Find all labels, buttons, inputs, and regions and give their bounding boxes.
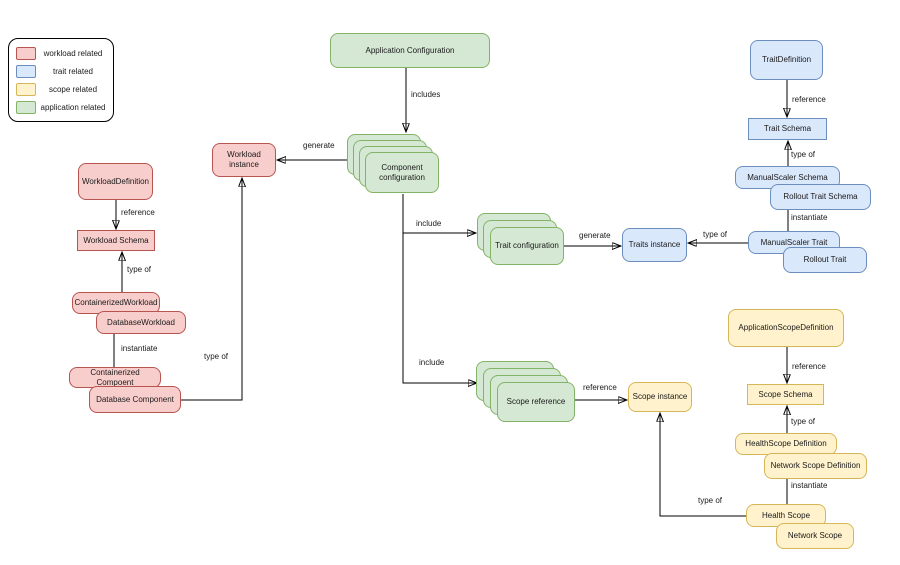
node-application-scope-definition: ApplicationScopeDefinition bbox=[728, 309, 844, 347]
edge-componentconfig-to-scopereference bbox=[402, 194, 477, 383]
edge-label-instantiate-workload: instantiate bbox=[120, 344, 159, 353]
legend-label: workload related bbox=[43, 48, 103, 58]
legend-row-scope: scope related bbox=[16, 82, 106, 96]
legend-row-application: application related bbox=[16, 100, 106, 114]
workload-color-swatch bbox=[16, 46, 36, 60]
legend-label: application related bbox=[40, 102, 106, 112]
node-workload-instance: Workload instance bbox=[212, 143, 276, 177]
edge-label-typeof-trait-schema: type of bbox=[790, 150, 817, 159]
edge-label-reference-trait: reference bbox=[791, 95, 827, 104]
edge-label-typeof-scope-instance: type of bbox=[697, 496, 724, 505]
edge-label-generate-traits: generate bbox=[578, 231, 612, 240]
node-scope-reference: Scope reference bbox=[497, 382, 575, 422]
node-trait-configuration: Trait configuration bbox=[490, 227, 564, 265]
node-network-scope-definition: Network Scope Definition bbox=[764, 453, 867, 479]
node-rollout-trait: Rollout Trait bbox=[783, 247, 867, 273]
edge-databasecomponent-to-workloadinstance bbox=[181, 178, 242, 401]
legend-row-trait: trait related bbox=[16, 64, 106, 78]
node-scope-schema: Scope Schema bbox=[747, 384, 824, 405]
node-application-configuration: Application Configuration bbox=[330, 33, 490, 68]
node-database-workload: DatabaseWorkload bbox=[96, 311, 186, 334]
edge-label-include-trait: include bbox=[415, 219, 443, 228]
legend-row-workload: workload related bbox=[16, 46, 106, 60]
edge-label-typeof-workload-instance: type of bbox=[203, 352, 230, 361]
node-workload-schema: Workload Schema bbox=[77, 230, 155, 251]
edge-label-typeof-traits: type of bbox=[702, 230, 729, 239]
edge-label-reference-scope: reference bbox=[791, 362, 827, 371]
node-healthscope-definition: HealthScope Definition bbox=[735, 433, 837, 455]
node-traits-instance: Traits instance bbox=[622, 228, 687, 262]
edge-label-include-scope: include bbox=[418, 358, 446, 367]
node-component-configuration: Component configuration bbox=[365, 152, 439, 193]
edge-label-typeof-scope-schema: type of bbox=[790, 417, 817, 426]
node-scope-instance: Scope instance bbox=[628, 382, 692, 412]
edge-healthscope-to-scopeinstance bbox=[660, 413, 746, 517]
application-color-swatch bbox=[16, 100, 36, 114]
edge-label-generate-workload: generate bbox=[302, 141, 336, 150]
legend: workload related trait related scope rel… bbox=[8, 38, 114, 122]
legend-label: trait related bbox=[52, 66, 94, 76]
node-containerized-compoent: Containerized Compoent bbox=[69, 367, 161, 388]
node-rollout-trait-schema: Rollout Trait Schema bbox=[770, 184, 871, 210]
trait-color-swatch bbox=[16, 64, 36, 78]
node-database-component: Database Component bbox=[89, 386, 181, 413]
edge-label-reference-workload: reference bbox=[120, 208, 156, 217]
node-trait-definition: TraitDefinition bbox=[750, 40, 823, 80]
edge-label-typeof-workload-schema: type of bbox=[126, 265, 153, 274]
node-workload-definition: WorkloadDefinition bbox=[78, 163, 153, 200]
edge-label-reference-scope-instance: reference bbox=[582, 383, 618, 392]
edge-label-instantiate-scope: instantiate bbox=[790, 481, 829, 490]
node-trait-schema: Trait Schema bbox=[748, 118, 827, 140]
legend-label: scope related bbox=[48, 84, 98, 94]
edge-label-instantiate-trait: instantiate bbox=[790, 213, 829, 222]
edge-label-includes: includes bbox=[410, 90, 442, 99]
node-network-scope: Network Scope bbox=[776, 523, 854, 549]
scope-color-swatch bbox=[16, 82, 36, 96]
